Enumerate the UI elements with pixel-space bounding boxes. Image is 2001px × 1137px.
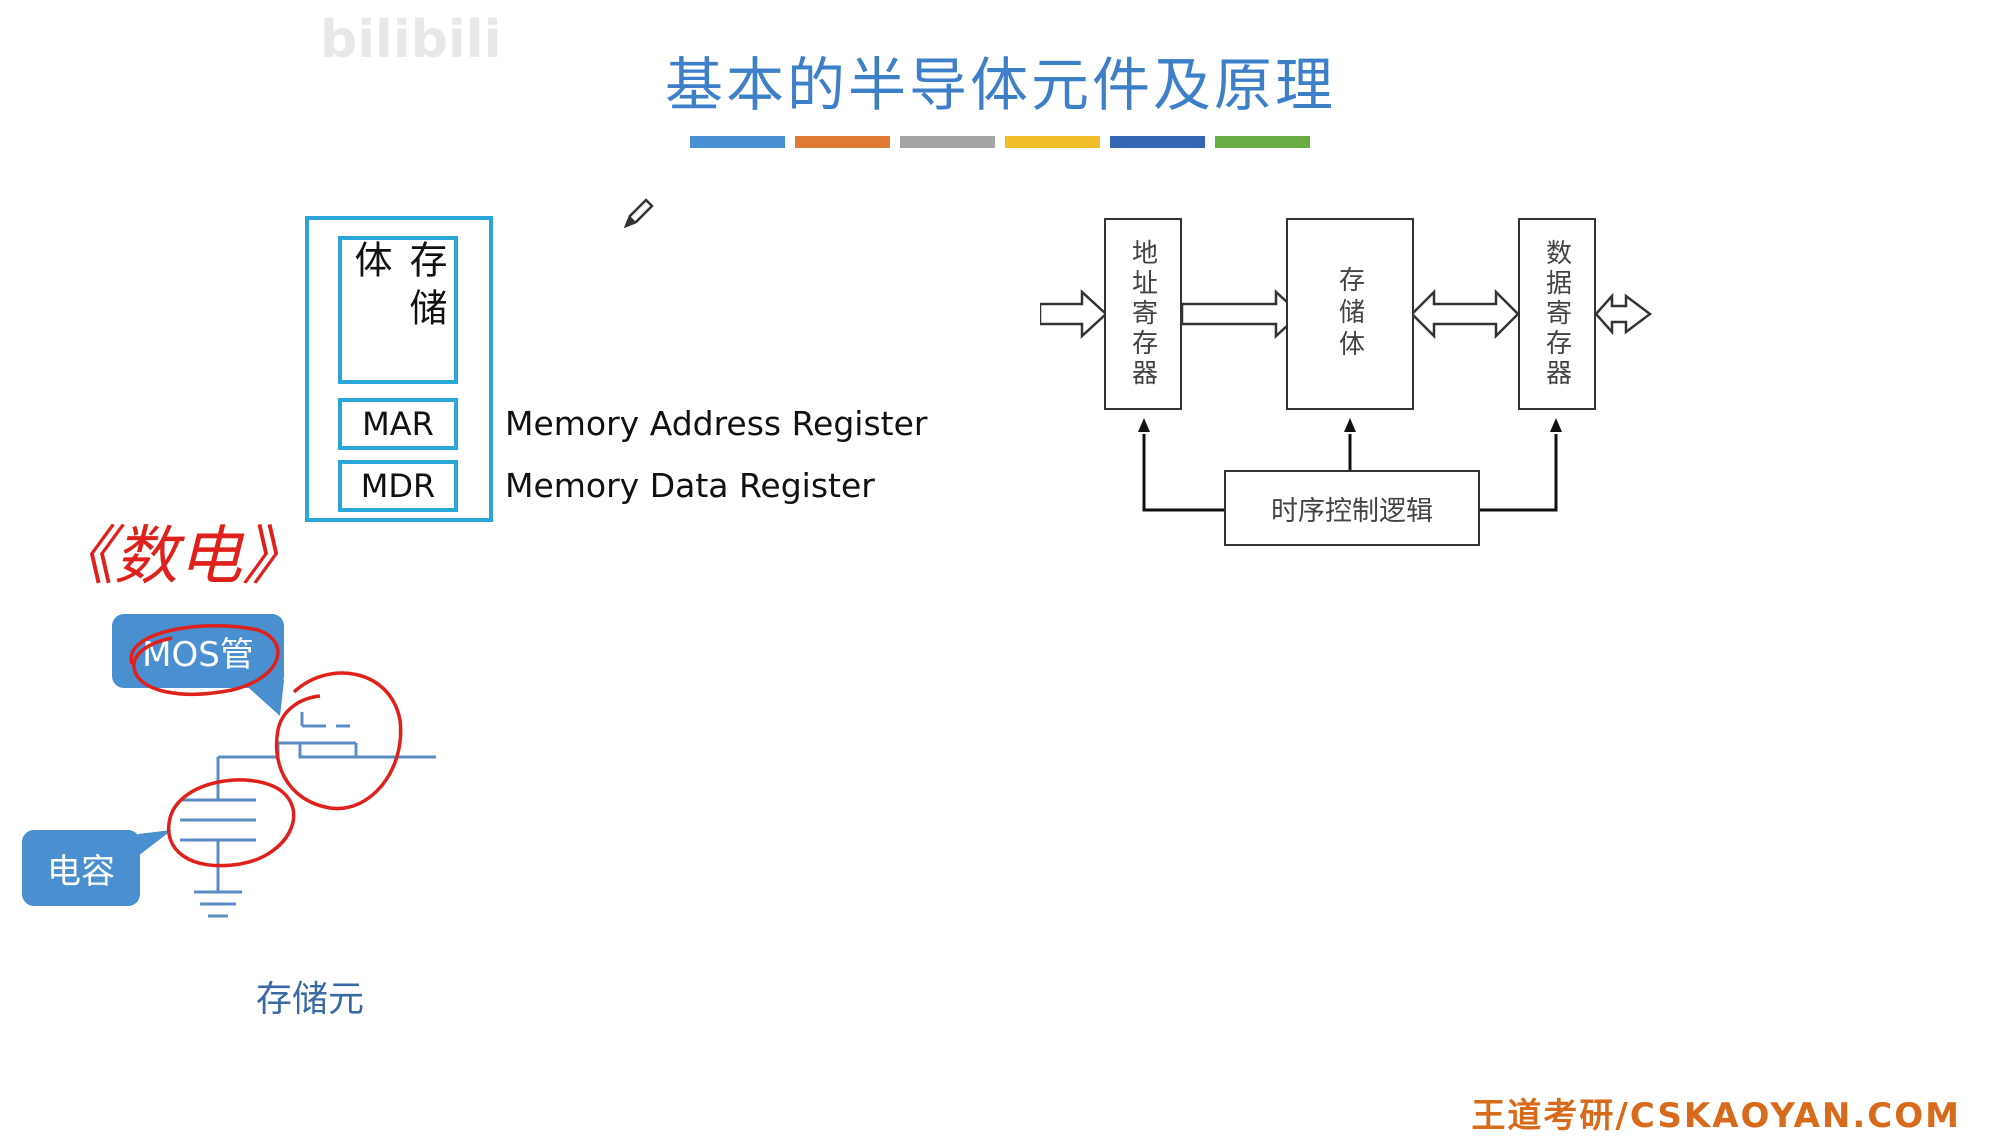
mos-transistor-icon <box>218 712 436 759</box>
stripe-gray <box>900 136 995 148</box>
ground-icon <box>194 890 242 918</box>
capacitor-icon <box>180 798 256 842</box>
footer-brand: 王道考研/CSKAOYAN.COM <box>1471 1096 1961 1136</box>
data-register-box: 数据寄存器 <box>1518 218 1596 410</box>
mar-box: MAR <box>338 398 458 450</box>
stripe-yellow <box>1005 136 1100 148</box>
address-register-box: 地址寄存器 <box>1104 218 1182 410</box>
timing-to-data-line <box>1480 434 1558 512</box>
stripe-blue <box>690 136 785 148</box>
mdr-full-name: Memory Data Register <box>505 466 875 505</box>
page-title: 基本的半导体元件及原理 <box>664 51 1336 119</box>
storage-data-bidirectional-arrow <box>1410 288 1520 340</box>
memory-block-diagram-arrows <box>1040 288 1653 512</box>
mdr-label: MDR <box>360 467 436 505</box>
pencil-cursor-icon <box>623 198 654 229</box>
timing-to-address-line <box>1142 434 1226 512</box>
stripe-dark-blue <box>1110 136 1205 148</box>
data-output-bidirectional-arrow <box>1594 292 1653 336</box>
mos-callout-pointer <box>240 680 284 716</box>
memory-block <box>305 216 493 522</box>
mos-label-annotation <box>129 624 280 696</box>
timing-logic-box: 时序控制逻辑 <box>1224 470 1480 546</box>
storage-box: 存储体 <box>1286 218 1414 410</box>
storage-body-label: 存储体 <box>348 240 447 336</box>
address-register-label: 地址寄存器 <box>1127 239 1158 389</box>
capacitor-callout-pointer <box>138 830 172 856</box>
address-to-storage-arrow <box>1180 289 1302 339</box>
watermark-logo: bilibili <box>320 10 502 70</box>
stripe-green <box>1215 136 1310 148</box>
storage-label: 存储体 <box>1334 266 1365 362</box>
mdr-box: MDR <box>338 460 458 512</box>
capacitor-callout-label: 电容 <box>47 851 115 892</box>
mar-full-name: Memory Address Register <box>505 404 928 443</box>
capacitor-callout: 电容 <box>22 830 140 906</box>
timing-logic-label: 时序控制逻辑 <box>1271 495 1433 527</box>
stripe-orange <box>795 136 890 148</box>
title-stripes <box>690 136 1310 148</box>
address-input-arrow <box>1040 289 1108 339</box>
storage-body-box: 存储体 <box>338 236 458 384</box>
handwritten-note: 《数电》 <box>50 520 306 594</box>
mar-label: MAR <box>362 405 434 443</box>
data-register-label: 数据寄存器 <box>1541 239 1572 389</box>
storage-cell-caption: 存储元 <box>256 979 365 1020</box>
storage-cell-circuit <box>166 671 436 918</box>
